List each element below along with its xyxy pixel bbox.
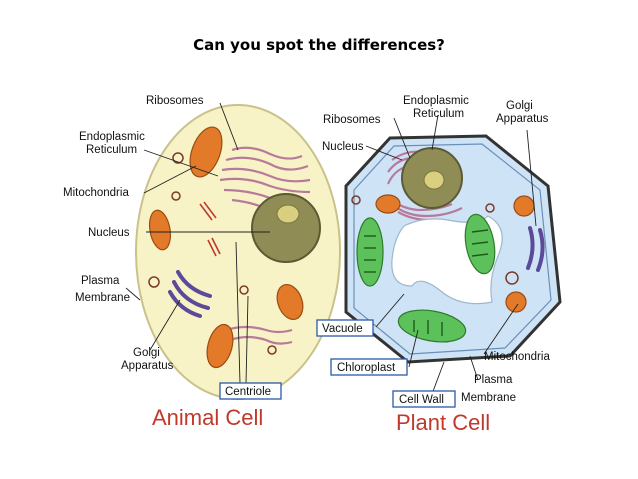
label-plant-cell-wall: Cell Wall (399, 394, 444, 406)
animal-cell-caption: Animal Cell (152, 405, 263, 430)
label-animal-centriole: Centriole (225, 386, 271, 398)
label-plant-mitochondria: Mitochondria (484, 351, 550, 363)
plant-golgi (526, 226, 545, 272)
label-animal-nucleus: Nucleus (88, 227, 130, 239)
plant-leader-lines (365, 114, 537, 395)
plant-chloroplasts (356, 213, 496, 343)
label-animal-golgi-1: Golgi (133, 347, 160, 359)
plant-cell (344, 134, 562, 364)
cell-wall-label-box (392, 390, 456, 408)
label-animal-golgi-2: Apparatus (121, 360, 174, 372)
label-animal-er-2: Reticulum (86, 144, 137, 156)
plant-plasma-membrane (353, 143, 552, 355)
label-animal-membrane: Membrane (75, 292, 130, 304)
animal-centriole (199, 201, 221, 257)
plant-vesicles (351, 195, 519, 285)
plant-er (386, 150, 463, 222)
animal-nucleus (251, 193, 321, 263)
plant-mitochondria (375, 194, 535, 313)
plant-cell-caption: Plant Cell (396, 410, 490, 435)
plant-chloroplast-grana (364, 229, 489, 336)
label-plant-golgi-2: Apparatus (496, 113, 549, 125)
label-plant-chloroplast: Chloroplast (337, 362, 396, 374)
animal-er (219, 146, 311, 345)
label-plant-er-2: Reticulum (413, 108, 464, 120)
animal-leader-lines (125, 102, 270, 384)
label-animal-ribosomes: Ribosomes (146, 95, 204, 107)
animal-vesicles (148, 152, 277, 355)
chloroplast-label-box (330, 358, 408, 376)
animal-golgi (168, 270, 212, 318)
label-plant-vacuole: Vacuole (322, 323, 363, 335)
label-animal-plasma: Plasma (81, 275, 120, 287)
label-animal-mitochondria: Mitochondria (63, 187, 129, 199)
label-plant-plasma: Plasma (474, 374, 513, 386)
label-plant-membrane: Membrane (461, 392, 516, 404)
label-plant-er-1: Endoplasmic (403, 95, 469, 107)
centriole-label-box (219, 382, 282, 400)
animal-mitochondria (148, 126, 304, 369)
vacuole-label-box (316, 319, 374, 337)
label-animal-er-1: Endoplasmic (79, 131, 145, 143)
label-plant-ribosomes: Ribosomes (323, 114, 381, 126)
page-title: Can you spot the differences? (193, 36, 445, 54)
animal-cell (135, 104, 341, 400)
plant-labels: Endoplasmic Reticulum Golgi Apparatus Ri… (316, 95, 550, 408)
animal-labels: Ribosomes Endoplasmic Reticulum Mitochon… (63, 95, 282, 400)
plant-nucleus (401, 147, 463, 209)
label-plant-nucleus: Nucleus (322, 141, 364, 153)
label-plant-golgi-1: Golgi (506, 100, 533, 112)
